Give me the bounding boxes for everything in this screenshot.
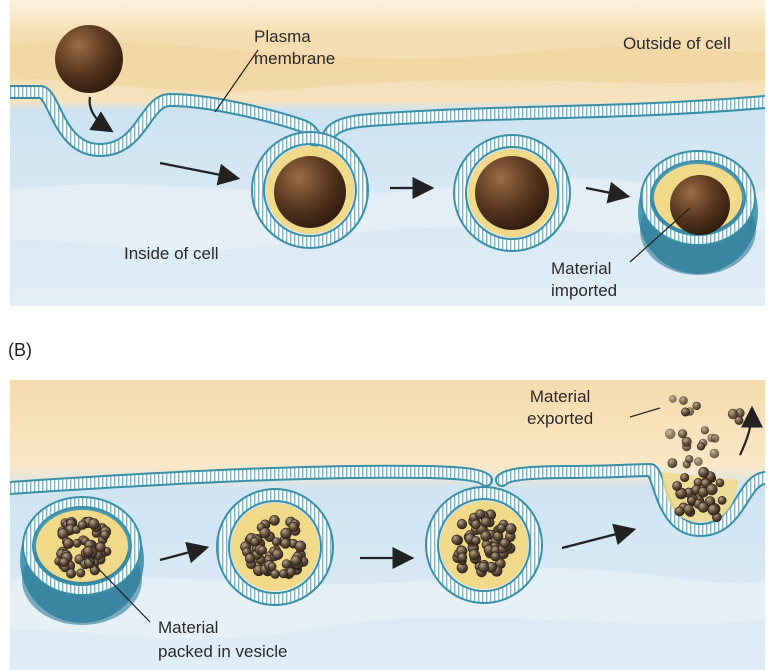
cargo-particle — [688, 496, 696, 504]
cargo-particle — [669, 396, 676, 403]
cargo-particle — [506, 524, 517, 535]
cargo-particle — [452, 535, 462, 545]
panel-a-endocytosis: Plasma membrane Outside of cell Inside o… — [10, 0, 765, 306]
cargo-particle — [665, 429, 675, 439]
cargo-particle — [78, 521, 87, 530]
cargo-particle — [701, 427, 709, 435]
cargo-particle — [681, 473, 689, 481]
cargo-particle — [684, 505, 694, 515]
label-inside-of-cell: Inside of cell — [124, 243, 219, 265]
cargo-particle — [668, 459, 677, 468]
cargo-particle — [272, 538, 281, 547]
cargo-particle — [272, 549, 283, 560]
cargo-particle — [279, 570, 287, 578]
cargo-particle — [260, 528, 271, 539]
cargo-particle — [708, 504, 719, 515]
cargo-particle — [711, 434, 719, 442]
label-material-packed-in-vesicle: Material packed in vesicle — [158, 616, 287, 664]
panel-b-exocytosis: Material exported Material packed in ves… — [10, 380, 765, 670]
label-outside-of-cell: Outside of cell — [623, 33, 731, 55]
cargo-particle — [673, 481, 682, 490]
label-material-imported: Material imported — [551, 258, 617, 302]
cargo-particle — [481, 517, 491, 527]
cargo-particle — [60, 558, 69, 567]
cargo-particle — [675, 507, 684, 516]
label-material-exported: Material exported — [527, 386, 593, 430]
vesicle-3-particle — [670, 175, 730, 235]
cargo-particle — [295, 541, 306, 552]
cargo-particle — [681, 408, 689, 416]
cargo-particle — [281, 539, 291, 549]
cargo-particle — [77, 569, 85, 577]
cargo-particle — [471, 520, 480, 529]
cargo-particle — [245, 554, 255, 564]
cargo-particle — [479, 562, 489, 572]
cargo-particle — [271, 570, 280, 579]
cargo-particle — [291, 556, 301, 566]
cargo-particle — [699, 467, 709, 477]
cargo-particle — [258, 546, 267, 555]
cargo-particle — [491, 552, 500, 561]
cargo-particle — [680, 397, 688, 405]
cargo-particle — [706, 484, 717, 495]
cargo-particle — [270, 515, 280, 525]
panel-b-letter: (B) — [8, 340, 32, 361]
cargo-particle — [678, 430, 687, 439]
cargo-particle — [718, 496, 726, 504]
cargo-particle — [728, 409, 738, 419]
cargo-particle — [500, 538, 510, 548]
cargo-particle — [682, 437, 691, 446]
cargo-particle — [287, 568, 296, 577]
cargo-particle — [497, 524, 505, 532]
cargo-particle — [716, 479, 724, 487]
cargo-particle — [697, 443, 705, 451]
label-plasma-membrane: Plasma membrane — [254, 26, 335, 70]
cargo-particle — [472, 536, 481, 545]
cargo-particle — [710, 449, 719, 458]
exocytosis-diagram — [10, 380, 765, 670]
budding-vesicle-particle — [274, 156, 346, 228]
cargo-particle — [481, 531, 491, 541]
cargo-particle — [698, 502, 708, 512]
cargo-particle — [458, 553, 467, 562]
cargo-particle — [281, 528, 292, 539]
cargo-particle — [63, 538, 73, 548]
cargo-particle — [101, 530, 110, 539]
vesicle-2-particle — [475, 156, 549, 230]
imported-particle-outside — [55, 25, 123, 93]
cargo-particle — [282, 560, 291, 569]
cargo-particle — [83, 546, 93, 556]
cargo-particle — [89, 519, 99, 529]
cargo-particle — [73, 539, 81, 547]
cargo-particle — [66, 569, 75, 578]
cargo-particle — [693, 402, 701, 410]
cargo-particle — [694, 458, 702, 466]
cargo-particle — [457, 519, 467, 529]
cargo-particle — [686, 455, 694, 463]
cargo-particle — [469, 549, 479, 559]
cargo-particle — [268, 563, 276, 571]
